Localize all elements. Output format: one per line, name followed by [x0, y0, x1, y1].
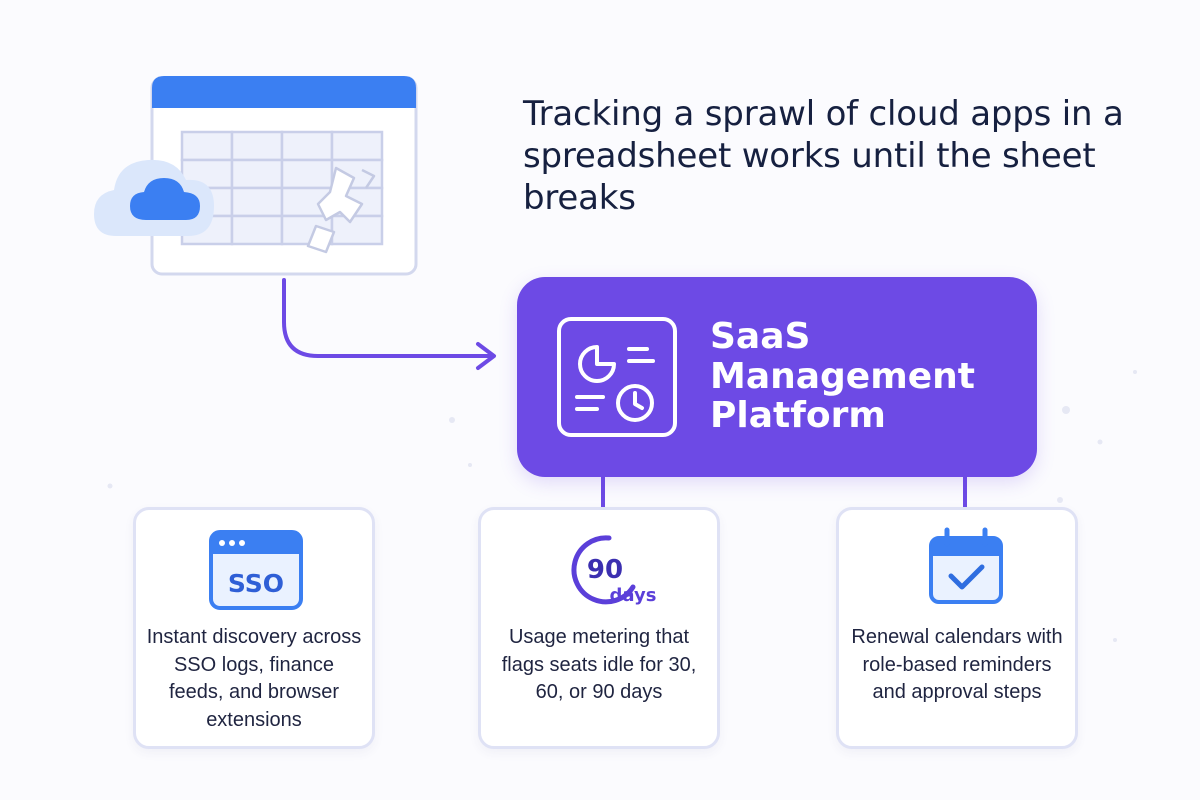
feature-card-usage: 90 days Usage metering that flags seats …: [478, 507, 720, 749]
calendar-check-icon: [929, 527, 1003, 604]
crack-fragment-icon: [306, 166, 376, 254]
broken-spreadsheet-icon: [94, 76, 418, 276]
arrowhead: [476, 342, 496, 370]
background-dots: [107, 370, 1137, 642]
dashboard-icon: [557, 317, 677, 437]
feature-text-usage: Usage metering that flags seats idle for…: [501, 626, 697, 704]
platform-title: SaaS Management Platform: [710, 316, 975, 437]
feature-text-discovery: Instant discovery across SSO logs, finan…: [146, 626, 362, 731]
timer-90-days-icon: 90 days: [571, 535, 657, 606]
sso-window-icon: SSO: [209, 530, 303, 610]
platform-card: SaaS Management Platform: [517, 277, 1037, 477]
feature-text-renewals: Renewal calendars with role-based remind…: [851, 626, 1063, 704]
cloud-icon: [94, 159, 214, 236]
feature-card-renewals: Renewal calendars with role-based remind…: [836, 507, 1078, 749]
sso-label: SSO: [228, 569, 284, 598]
timer-unit: days: [610, 585, 657, 606]
headline: Tracking a sprawl of cloud apps in a spr…: [523, 94, 1124, 218]
timer-number: 90: [587, 555, 623, 585]
feature-card-discovery: SSO Instant discovery across SSO logs, f…: [133, 507, 375, 749]
arrow-to-platform: [282, 278, 494, 358]
